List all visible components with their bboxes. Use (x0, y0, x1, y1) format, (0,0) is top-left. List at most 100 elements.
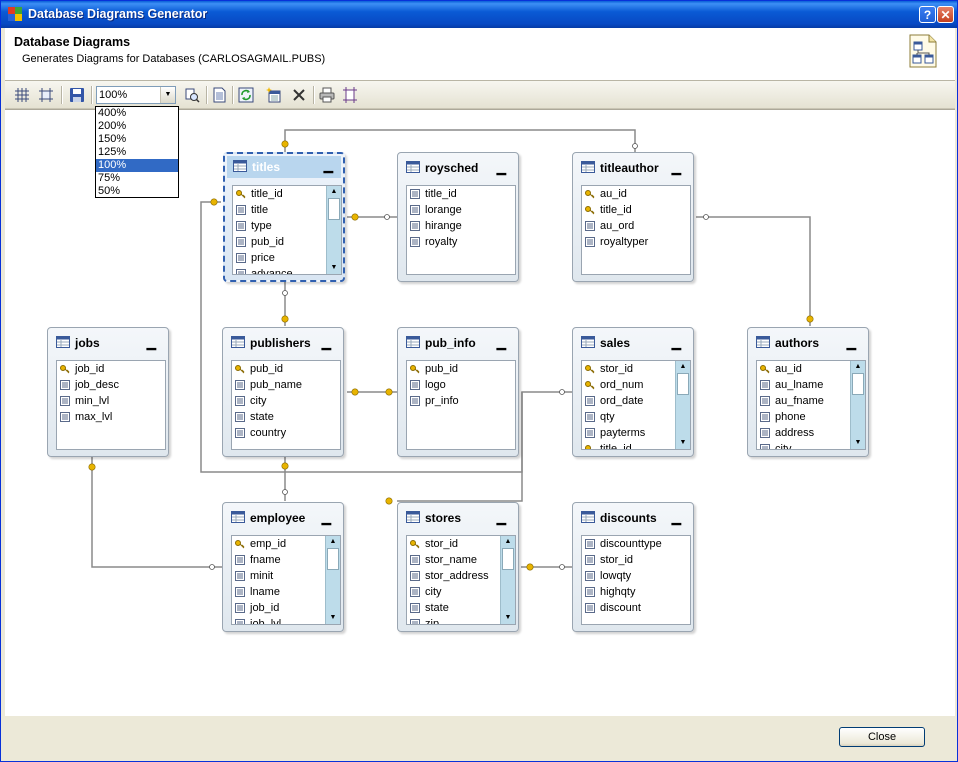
table-header[interactable]: stores ▁ (398, 503, 518, 531)
column-item[interactable]: ord_num (582, 377, 690, 393)
column-item[interactable]: lname (232, 584, 340, 600)
column-item[interactable]: pr_info (407, 393, 515, 409)
column-item[interactable]: lowqty (582, 568, 690, 584)
column-item[interactable]: au_id (757, 361, 865, 377)
column-list[interactable]: au_id title_id au_ord royaltyper (581, 185, 691, 275)
autolayout-icon[interactable] (37, 86, 55, 104)
scroll-up-icon[interactable]: ▲ (854, 363, 862, 370)
scroll-thumb[interactable] (328, 198, 340, 220)
zoom-option[interactable]: 200% (98, 120, 127, 132)
column-item[interactable]: price (233, 250, 341, 266)
table-header[interactable]: sales ▁ (573, 328, 693, 356)
column-item[interactable]: pub_id (232, 361, 340, 377)
vertical-scrollbar[interactable]: ▲▼ (325, 536, 340, 624)
scroll-up-icon[interactable]: ▲ (679, 363, 687, 370)
column-item[interactable]: phone (757, 409, 865, 425)
column-item[interactable]: state (407, 600, 515, 616)
zoom-option[interactable]: 150% (98, 133, 127, 145)
scroll-down-icon[interactable]: ▼ (330, 264, 338, 271)
table-header[interactable]: discounts ▁ (573, 503, 693, 531)
column-item[interactable]: city (232, 393, 340, 409)
column-list[interactable]: au_id au_lname au_fname phone address ci… (756, 360, 866, 450)
column-list[interactable]: emp_id fname minit lname job_id job_lvl … (231, 535, 341, 625)
table-header[interactable]: authors ▁ (748, 328, 868, 356)
zoom-option[interactable]: 75% (98, 172, 121, 184)
column-item[interactable]: qty (582, 409, 690, 425)
column-item[interactable]: pub_id (407, 361, 515, 377)
table-employee[interactable]: employee ▁ emp_id fname minit lname job_… (222, 502, 344, 632)
table-titles[interactable]: titles ▁ title_id title type pub_id pric… (223, 152, 345, 282)
save-icon[interactable] (68, 86, 86, 104)
minimize-icon[interactable]: ▁ (846, 336, 856, 350)
column-item[interactable]: job_lvl (232, 616, 340, 624)
refresh-icon[interactable] (237, 86, 255, 104)
table-header[interactable]: roysched ▁ (398, 153, 518, 181)
table-stores[interactable]: stores ▁ stor_id stor_name stor_address … (397, 502, 519, 632)
window-close-button[interactable]: ✕ (937, 6, 954, 23)
help-button[interactable]: ? (919, 6, 936, 23)
vertical-scrollbar[interactable]: ▲▼ (675, 361, 690, 449)
column-item[interactable]: au_fname (757, 393, 865, 409)
delete-icon[interactable] (290, 86, 308, 104)
column-item[interactable]: au_ord (582, 218, 690, 234)
column-item[interactable]: payterms (582, 425, 690, 441)
column-item[interactable]: stor_address (407, 568, 515, 584)
page-layout-icon[interactable] (341, 86, 359, 104)
vertical-scrollbar[interactable]: ▲▼ (326, 186, 341, 274)
table-header[interactable]: titleauthor ▁ (573, 153, 693, 181)
column-item[interactable]: discount (582, 600, 690, 616)
diagram-canvas[interactable]: titles ▁ title_id title type pub_id pric… (5, 109, 955, 717)
column-list[interactable]: stor_id ord_num ord_date qty payterms ti… (581, 360, 691, 450)
table-header[interactable]: titles ▁ (227, 156, 341, 178)
scroll-thumb[interactable] (852, 373, 864, 395)
column-item[interactable]: au_id (582, 186, 690, 202)
column-list[interactable]: job_id job_desc min_lvl max_lvl (56, 360, 166, 450)
column-item[interactable]: city (407, 584, 515, 600)
vertical-scrollbar[interactable]: ▲▼ (850, 361, 865, 449)
column-list[interactable]: title_id title type pub_id price advance… (232, 185, 342, 275)
zoom-select[interactable]: 100% ▼ (96, 86, 176, 104)
column-item[interactable]: discounttype (582, 536, 690, 552)
column-list[interactable]: pub_id pub_name city state country (231, 360, 341, 450)
column-item[interactable]: advance (233, 266, 341, 274)
column-item[interactable]: highqty (582, 584, 690, 600)
column-item[interactable]: country (232, 425, 340, 441)
column-item[interactable]: title_id (582, 441, 690, 449)
column-item[interactable]: royaltyper (582, 234, 690, 250)
minimize-icon[interactable]: ▁ (321, 336, 331, 350)
table-discounts[interactable]: discounts ▁ discounttype stor_id lowqty … (572, 502, 694, 632)
scroll-thumb[interactable] (502, 548, 514, 570)
column-item[interactable]: hirange (407, 218, 515, 234)
table-authors[interactable]: authors ▁ au_id au_lname au_fname phone … (747, 327, 869, 457)
column-item[interactable]: title (233, 202, 341, 218)
minimize-icon[interactable]: ▁ (496, 161, 506, 175)
column-item[interactable]: stor_id (407, 536, 515, 552)
zoom-to-fit-icon[interactable] (183, 86, 201, 104)
column-item[interactable]: title_id (582, 202, 690, 218)
column-item[interactable]: state (232, 409, 340, 425)
table-roysched[interactable]: roysched ▁ title_id lorange hirange roya… (397, 152, 519, 282)
chevron-down-icon[interactable]: ▼ (160, 87, 175, 103)
column-item[interactable]: title_id (233, 186, 341, 202)
scroll-down-icon[interactable]: ▼ (854, 439, 862, 446)
table-pub-info[interactable]: pub_info ▁ pub_id logo pr_info (397, 327, 519, 457)
close-button[interactable]: Close (839, 727, 925, 747)
minimize-icon[interactable]: ▁ (321, 511, 331, 525)
column-item[interactable]: logo (407, 377, 515, 393)
column-item[interactable]: title_id (407, 186, 515, 202)
scroll-down-icon[interactable]: ▼ (679, 439, 687, 446)
column-list[interactable]: title_id lorange hirange royalty (406, 185, 516, 275)
minimize-icon[interactable]: ▁ (496, 336, 506, 350)
title-bar[interactable]: Database Diagrams Generator ? ✕ (1, 1, 957, 28)
scroll-thumb[interactable] (677, 373, 689, 395)
zoom-option[interactable]: 400% (98, 107, 127, 119)
table-header[interactable]: employee ▁ (223, 503, 343, 531)
column-item[interactable]: emp_id (232, 536, 340, 552)
column-item[interactable]: ord_date (582, 393, 690, 409)
column-item[interactable]: pub_name (232, 377, 340, 393)
column-item[interactable]: address (757, 425, 865, 441)
minimize-icon[interactable]: ▁ (671, 161, 681, 175)
column-item[interactable]: fname (232, 552, 340, 568)
add-table-icon[interactable] (265, 86, 283, 104)
table-publishers[interactable]: publishers ▁ pub_id pub_name city state … (222, 327, 344, 457)
